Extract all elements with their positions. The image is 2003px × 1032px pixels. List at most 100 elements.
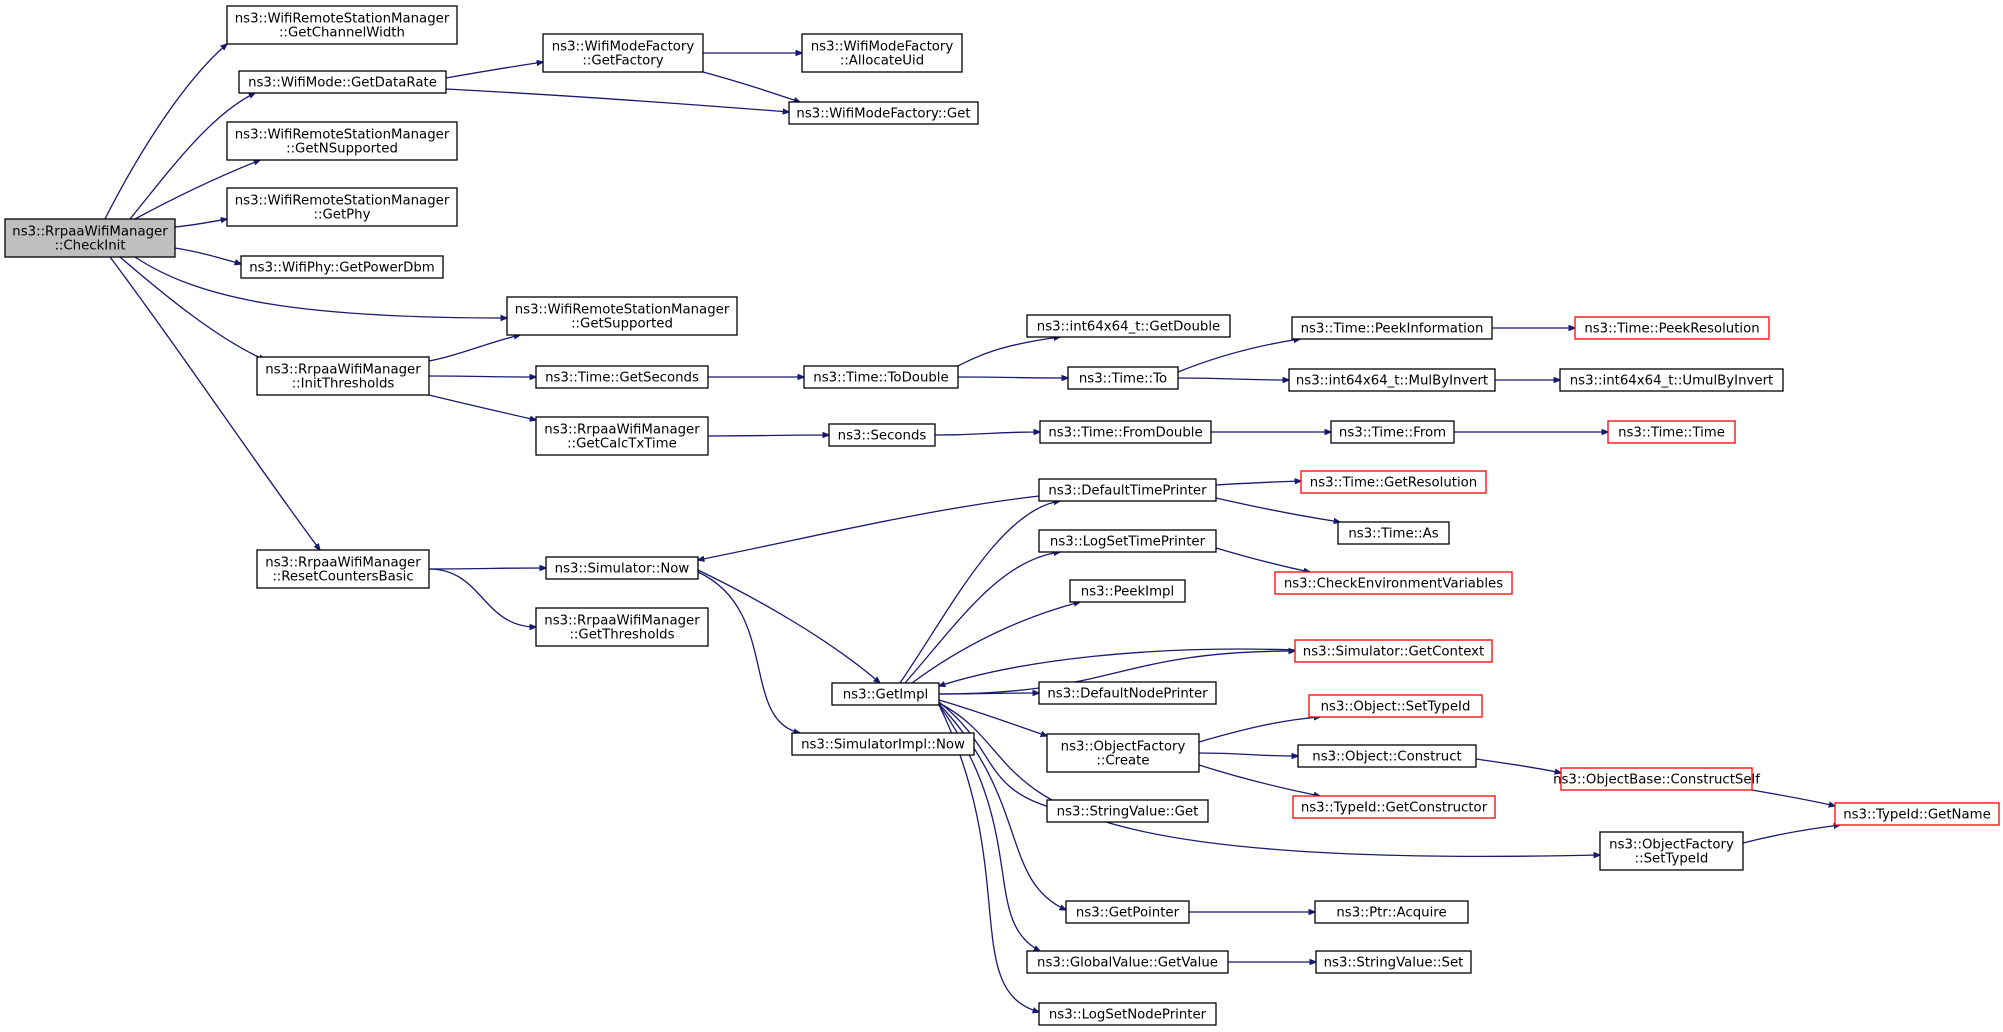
edge-checkinit-to-getpowerdbm xyxy=(174,247,241,264)
node-constructself[interactable]: ns3::ObjectBase::ConstructSelf xyxy=(1553,767,1760,791)
node-getthresholds[interactable]: ns3::RrpaaWifiManager::GetThresholds xyxy=(535,607,709,647)
node-wmfget[interactable]: ns3::WifiModeFactory::Get xyxy=(788,101,979,125)
edge-constructself-to-typeidgetname xyxy=(1751,789,1835,806)
node-label: ::ResetCountersBasic xyxy=(272,570,413,585)
node-box xyxy=(801,33,963,73)
node-box xyxy=(226,121,458,161)
node-defaulttimeprinter[interactable]: ns3::DefaultTimePrinter xyxy=(1038,478,1217,502)
node-getconstructor[interactable]: ns3::TypeId::GetConstructor xyxy=(1292,795,1496,819)
edge-resetcountersbasic-to-getthresholds xyxy=(428,568,536,627)
edge-initthresholds-to-getsupported xyxy=(428,335,520,362)
node-box xyxy=(1065,900,1190,924)
node-label: ns3::RrpaaWifiManager xyxy=(265,556,421,571)
node-getnsupported[interactable]: ns3::WifiRemoteStationManager::GetNSuppo… xyxy=(226,121,458,161)
node-box xyxy=(1038,681,1217,705)
node-label: ns3::TypeId::GetConstructor xyxy=(1301,801,1488,816)
node-getdouble[interactable]: ns3::int64x64_t::GetDouble xyxy=(1026,314,1231,338)
node-label: ns3::RrpaaWifiManager xyxy=(544,614,700,629)
node-getpointer[interactable]: ns3::GetPointer xyxy=(1065,900,1190,924)
edge-checkinit-to-getsupported xyxy=(134,256,507,318)
node-getcontext[interactable]: ns3::Simulator::GetContext xyxy=(1294,639,1493,663)
node-box xyxy=(226,187,458,227)
edge-objconstruct-to-constructself xyxy=(1475,758,1561,773)
node-box xyxy=(791,732,975,756)
node-stringvalueget[interactable]: ns3::StringValue::Get xyxy=(1046,799,1209,823)
node-stringvalueset[interactable]: ns3::StringValue::Set xyxy=(1315,950,1472,974)
edge-simnow-to-getimpl xyxy=(697,569,880,683)
node-label: ns3::Ptr::Acquire xyxy=(1336,906,1446,921)
node-checkenv[interactable]: ns3::CheckEnvironmentVariables xyxy=(1274,571,1513,595)
node-initthresholds[interactable]: ns3::RrpaaWifiManager::InitThresholds xyxy=(256,356,430,396)
node-label: ns3::WifiRemoteStationManager xyxy=(235,12,450,27)
node-typeidgetname[interactable]: ns3::TypeId::GetName xyxy=(1834,802,2000,826)
node-objfactorysettypeid[interactable]: ns3::ObjectFactory::SetTypeId xyxy=(1599,831,1744,871)
node-box xyxy=(1315,950,1472,974)
node-objconstruct[interactable]: ns3::Object::Construct xyxy=(1297,744,1477,768)
node-getpowerdbm[interactable]: ns3::WifiPhy::GetPowerDbm xyxy=(240,255,444,279)
node-getchannelwidth[interactable]: ns3::WifiRemoteStationManager::GetChanne… xyxy=(226,5,458,45)
edge-getimpl-to-peekimpl xyxy=(911,602,1080,684)
node-logsettimeprinter[interactable]: ns3::LogSetTimePrinter xyxy=(1038,529,1217,553)
node-timetime[interactable]: ns3::Time::Time xyxy=(1607,420,1736,444)
node-label: ::GetThresholds xyxy=(569,628,674,643)
node-simimplnow[interactable]: ns3::SimulatorImpl::Now xyxy=(791,732,975,756)
node-getfactory[interactable]: ns3::WifiModeFactory::GetFactory xyxy=(542,33,704,73)
node-peekimpl[interactable]: ns3::PeekImpl xyxy=(1069,579,1186,603)
node-allocateuid[interactable]: ns3::WifiModeFactory::AllocateUid xyxy=(801,33,963,73)
node-label: ns3::WifiModeFactory xyxy=(811,40,954,55)
node-box xyxy=(1039,420,1212,444)
node-box xyxy=(506,296,738,336)
node-box xyxy=(542,33,704,73)
edge-initthresholds-to-getcalctxtime xyxy=(428,394,536,420)
node-checkinit[interactable]: ns3::RrpaaWifiManager::CheckInit xyxy=(4,218,176,258)
node-getresolution[interactable]: ns3::Time::GetResolution xyxy=(1300,470,1487,494)
node-todouble[interactable]: ns3::Time::ToDouble xyxy=(803,365,959,389)
node-simnow[interactable]: ns3::Simulator::Now xyxy=(545,556,699,580)
node-peekinformation[interactable]: ns3::Time::PeekInformation xyxy=(1291,316,1493,340)
node-getphy[interactable]: ns3::WifiRemoteStationManager::GetPhy xyxy=(226,187,458,227)
node-logsetnodeprinter[interactable]: ns3::LogSetNodePrinter xyxy=(1038,1002,1217,1026)
node-getsupported[interactable]: ns3::WifiRemoteStationManager::GetSuppor… xyxy=(506,296,738,336)
node-mulbyinvert[interactable]: ns3::int64x64_t::MulByInvert xyxy=(1288,368,1496,392)
edge-defaulttimeprinter-to-timeas xyxy=(1215,497,1340,522)
node-box xyxy=(1292,795,1496,819)
node-defaultnodeprinter[interactable]: ns3::DefaultNodePrinter xyxy=(1038,681,1217,705)
node-label: ns3::int64x64_t::MulByInvert xyxy=(1296,374,1488,389)
edge-getimpl-to-getcontext xyxy=(938,651,1295,695)
node-label: ::GetNSupported xyxy=(286,142,398,157)
node-resetcountersbasic[interactable]: ns3::RrpaaWifiManager::ResetCountersBasi… xyxy=(256,549,430,589)
node-label: ns3::DefaultTimePrinter xyxy=(1048,484,1207,499)
node-peekresolution[interactable]: ns3::Time::PeekResolution xyxy=(1574,316,1770,340)
node-label: ns3::Time::GetSeconds xyxy=(545,371,699,386)
node-timeas[interactable]: ns3::Time::As xyxy=(1337,521,1450,545)
edge-checkinit-to-getchannelwidth xyxy=(104,44,227,220)
node-getimpl[interactable]: ns3::GetImpl xyxy=(831,682,940,706)
node-globalvaluegetvalue[interactable]: ns3::GlobalValue::GetValue xyxy=(1026,950,1229,974)
edge-checkinit-to-resetcountersbasic xyxy=(109,256,320,550)
node-label: ns3::ObjectBase::ConstructSelf xyxy=(1553,773,1760,788)
edge-objfactorycreate-to-getconstructor xyxy=(1198,764,1320,796)
node-objfactorycreate[interactable]: ns3::ObjectFactory::Create xyxy=(1046,733,1200,773)
node-label: ns3::RrpaaWifiManager xyxy=(265,363,421,378)
node-box xyxy=(1607,420,1736,444)
edge-objfactorycreate-to-settypeid xyxy=(1198,717,1320,743)
node-umulbyinvert[interactable]: ns3::int64x64_t::UmulByInvert xyxy=(1559,368,1784,392)
node-label: ns3::Simulator::GetContext xyxy=(1303,645,1484,660)
node-label: ns3::Seconds xyxy=(838,429,927,444)
node-ptracquire[interactable]: ns3::Ptr::Acquire xyxy=(1314,900,1469,924)
node-timeto[interactable]: ns3::Time::To xyxy=(1067,366,1179,390)
node-timefrom[interactable]: ns3::Time::From xyxy=(1330,420,1455,444)
node-box xyxy=(1599,831,1744,871)
node-box xyxy=(828,423,936,447)
node-fromdouble[interactable]: ns3::Time::FromDouble xyxy=(1039,420,1212,444)
node-getseconds[interactable]: ns3::Time::GetSeconds xyxy=(535,365,709,389)
node-label: ns3::WifiModeFactory::Get xyxy=(796,107,970,122)
edge-objfactorysettypeid-to-typeidgetname xyxy=(1742,825,1840,844)
node-label: ns3::ObjectFactory xyxy=(1061,740,1186,755)
node-getdatarate[interactable]: ns3::WifiMode::GetDataRate xyxy=(238,70,447,94)
node-settypeid[interactable]: ns3::Object::SetTypeId xyxy=(1308,694,1483,718)
node-label: ns3::Time::To xyxy=(1079,372,1167,387)
node-getcalctxtime[interactable]: ns3::RrpaaWifiManager::GetCalcTxTime xyxy=(535,416,709,456)
node-seconds[interactable]: ns3::Seconds xyxy=(828,423,936,447)
edge-objfactorycreate-to-objconstruct xyxy=(1198,752,1298,756)
